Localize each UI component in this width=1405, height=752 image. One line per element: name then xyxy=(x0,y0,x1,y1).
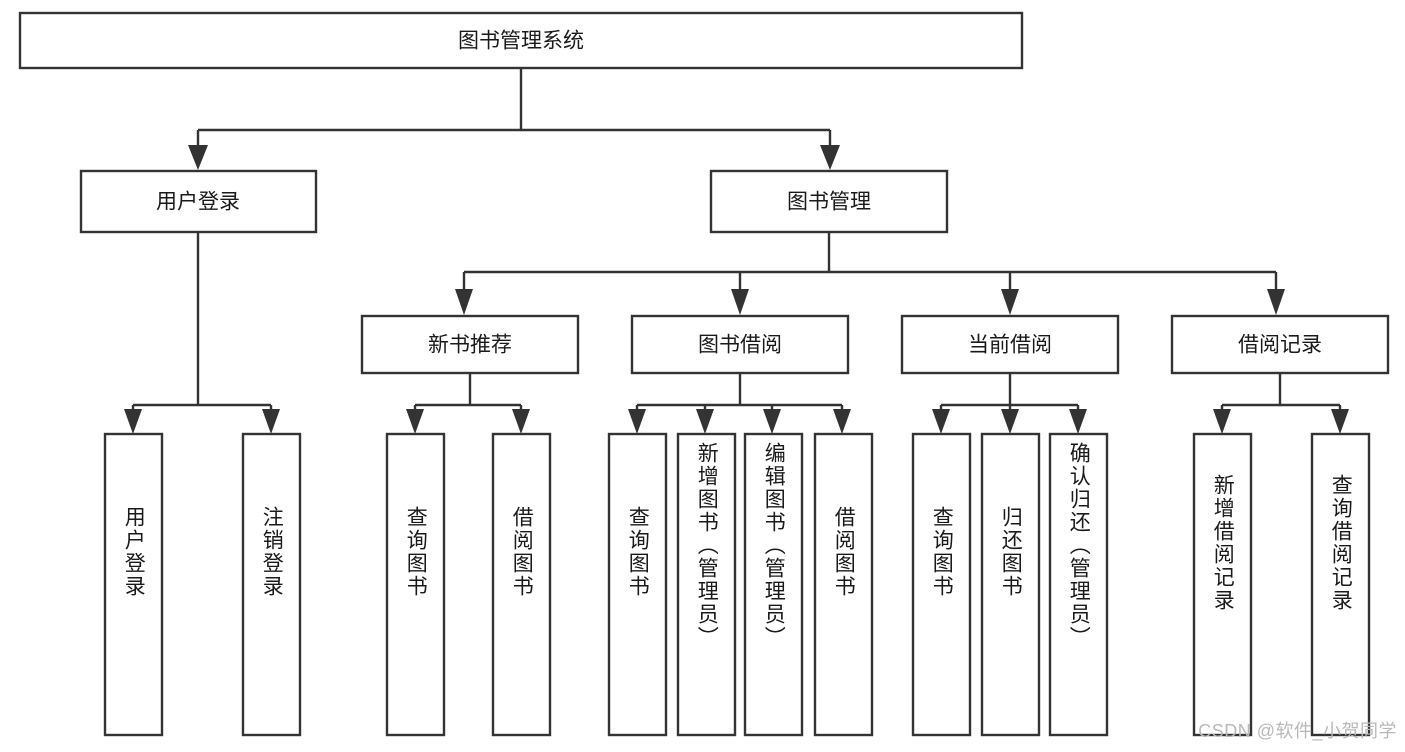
arrow-borrow-record-leaf-1 xyxy=(1331,409,1349,434)
node-user-login-label: 用户登录 xyxy=(156,191,240,214)
node-current-borrow[interactable]: 当前借阅 xyxy=(900,314,1120,375)
node-book-borrow-box[interactable] xyxy=(630,314,850,375)
node-book-management-label: 图书管理 xyxy=(787,191,871,214)
arrow-book-borrow-leaf-0 xyxy=(628,409,646,434)
arrow-book-borrow-leaf-1 xyxy=(696,409,714,434)
leaf-box-book-borrow-0[interactable] xyxy=(607,432,668,737)
node-current-borrow-label: 当前借阅 xyxy=(968,334,1052,357)
leaf-box-borrow-record-1[interactable] xyxy=(1310,432,1371,737)
leaf-box-new-book-1[interactable] xyxy=(491,432,552,737)
node-book-borrow-label: 图书借阅 xyxy=(698,334,782,357)
arrow-level3-3 xyxy=(1267,289,1285,315)
arrow-current-borrow-leaf-2 xyxy=(1069,409,1087,434)
arrow-level2-0 xyxy=(188,145,208,170)
node-book-borrow[interactable]: 图书借阅 xyxy=(630,314,850,375)
arrow-new-book-leaf-1 xyxy=(512,409,530,434)
leaf-box-book-borrow-3[interactable] xyxy=(813,432,874,737)
arrow-level2-1 xyxy=(820,145,840,170)
watermark-csdn: CSDN @软件_小贺同学 xyxy=(1198,721,1397,741)
leaf-box-book-borrow-2[interactable] xyxy=(743,432,804,737)
node-book-management-box[interactable] xyxy=(709,169,949,234)
node-current-borrow-box[interactable] xyxy=(900,314,1120,375)
node-borrow-record-box[interactable] xyxy=(1170,314,1390,375)
leaf-box-current-borrow-1[interactable] xyxy=(980,432,1041,737)
node-root-box[interactable] xyxy=(18,11,1024,70)
leaf-box-current-borrow-0[interactable] xyxy=(911,432,972,737)
arrow-new-book-leaf-0 xyxy=(406,409,424,434)
arrow-current-borrow-leaf-0 xyxy=(932,409,950,434)
arrow-borrow-record-leaf-0 xyxy=(1213,409,1231,434)
arrow-level3-1 xyxy=(731,289,749,315)
node-new-book-recommend[interactable]: 新书推荐 xyxy=(360,314,580,375)
arrow-level3-0 xyxy=(455,289,473,315)
arrow-book-borrow-leaf-3 xyxy=(833,409,851,434)
leaf-box-new-book-0[interactable] xyxy=(385,432,446,737)
node-user-login[interactable]: 用户登录 xyxy=(79,169,318,234)
node-root[interactable]: 图书管理系统 xyxy=(18,11,1024,70)
node-new-book-recommend-box[interactable] xyxy=(360,314,580,375)
leaf-box-borrow-record-0[interactable] xyxy=(1192,432,1253,737)
leaf-box-user-login-1[interactable] xyxy=(241,432,302,737)
node-root-label: 图书管理系统 xyxy=(458,30,584,53)
arrow-book-borrow-leaf-2 xyxy=(763,409,781,434)
node-new-book-recommend-label: 新书推荐 xyxy=(428,334,512,357)
leaf-box-book-borrow-1[interactable] xyxy=(676,432,737,737)
leaf-box-current-borrow-2[interactable] xyxy=(1048,432,1109,737)
arrow-user-login-leaf-0 xyxy=(124,409,142,434)
node-borrow-record[interactable]: 借阅记录 xyxy=(1170,314,1390,375)
arrow-level3-2 xyxy=(1001,289,1019,315)
node-borrow-record-label: 借阅记录 xyxy=(1238,334,1322,357)
leaf-box-user-login-0[interactable] xyxy=(103,432,164,737)
arrow-current-borrow-leaf-1 xyxy=(1001,409,1019,434)
arrow-user-login-leaf-1 xyxy=(262,409,280,434)
node-book-management[interactable]: 图书管理 xyxy=(709,169,949,234)
